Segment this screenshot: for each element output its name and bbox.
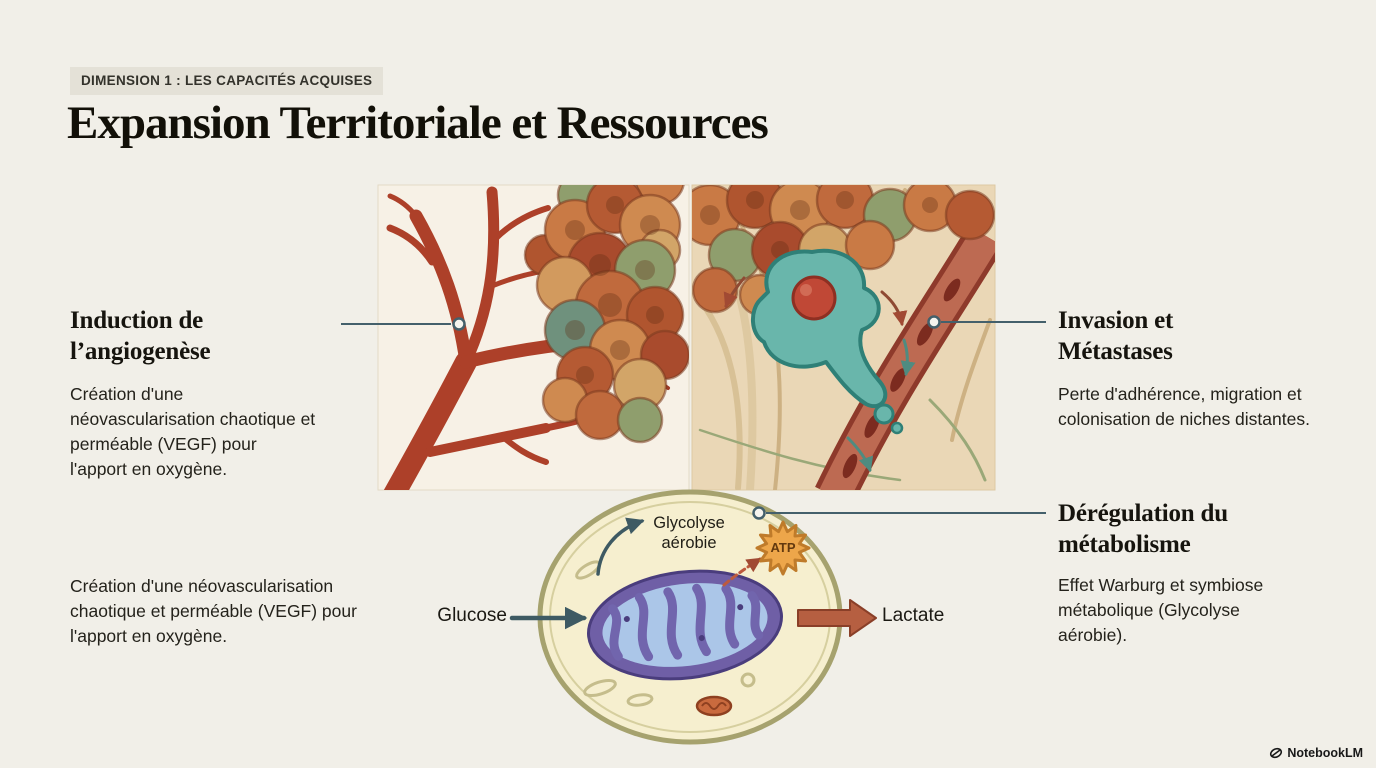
blood-vessels [383,186,670,490]
atp-arrow [722,557,762,587]
mitochondrion [587,569,783,681]
blood-vessel [815,225,995,490]
glucose-label: Glucose [437,605,507,626]
callout-angiogenesis [341,317,466,331]
angiogenesis-panel-background [377,184,690,491]
migration-arrows [723,276,916,473]
small-mitochondrion [695,695,733,717]
footer-brand-label: NotebookLM [1287,745,1363,760]
callout-metabolism [752,506,1046,520]
callouts [341,315,1046,520]
tissue-fibers [692,188,992,490]
cell-nucleus [791,275,837,321]
metabolism-body: Effet Warburg et symbiose métabolique (G… [1058,575,1264,645]
footer-brand: NotebookLM [1269,746,1363,760]
angiogenesis-heading: Induction de l’angiogenèse [70,307,211,365]
invasion-body: Perte d'adhérence, migration et colonisa… [1058,384,1310,429]
tumor-cell-cluster [523,185,689,444]
angiogenesis-panel [377,184,690,491]
notebooklm-logo-icon [1270,747,1283,759]
lactate-arrow [797,599,877,637]
organelles [575,560,756,707]
glycolysis-label: Glycolyse aérobie [653,514,725,552]
invasion-heading: Invasion et Métastases [1058,307,1174,365]
vascularisation-note-body: Création d'une néovascularisation chaoti… [70,576,357,646]
invasion-panel [691,184,996,491]
callout-invasion [927,315,1046,329]
invading-cell [751,248,904,435]
lactate-label: Lactate [882,605,945,626]
invasion-panel-background [691,184,996,491]
atp-label: ATP [770,540,796,555]
page-title: Expansion Territoriale et Ressources [67,97,769,149]
dimension-badge: DIMENSION 1 : LES CAPACITÉS ACQUISES [70,67,384,95]
tumor-cells-top [692,185,995,317]
metabolism-heading: Dérégulation du métabolisme [1058,500,1228,558]
angiogenesis-body: Création d'une néovascularisation chaoti… [70,384,316,479]
